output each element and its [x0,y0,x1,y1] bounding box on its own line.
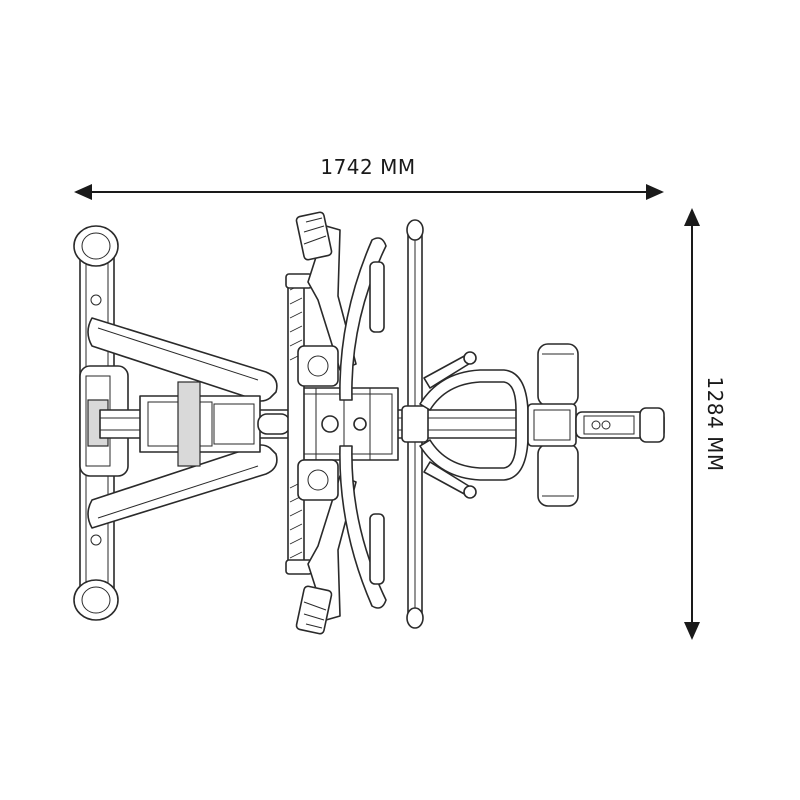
seat-frame [419,351,529,499]
leg-pad-bottom [537,443,579,507]
machine-drawing [73,211,665,635]
width-dimension: 1742 MM [74,155,664,200]
handle-bar [401,219,429,629]
depth-dimension-label: 1284 MM [703,376,727,471]
main-spine [99,381,531,467]
leg-pad-top [537,343,579,407]
rear-foot-top [73,225,119,267]
depth-dimension: 1284 MM [684,208,727,640]
leg-extension [527,343,665,507]
curved-press-arms [339,237,387,609]
diagonal-support-tubes [87,317,278,529]
width-dimension-label: 1742 MM [320,155,415,179]
rear-foot-bottom [73,579,119,621]
